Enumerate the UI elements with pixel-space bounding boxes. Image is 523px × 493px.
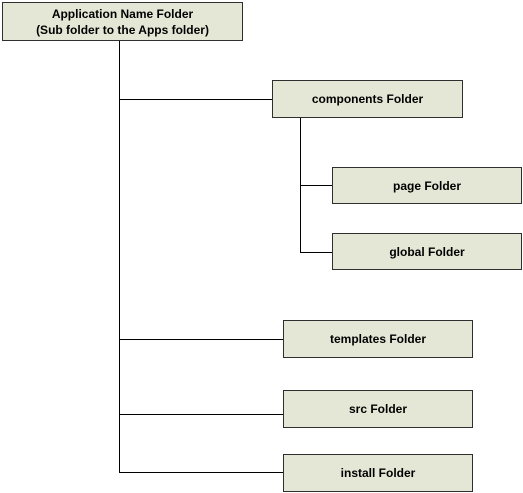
connector-global xyxy=(300,252,332,253)
connector-src xyxy=(119,414,283,415)
install-folder-label: install Folder xyxy=(340,466,416,480)
root-trunk-line xyxy=(119,40,120,473)
application-folder-title: Application Name Folder xyxy=(51,6,194,21)
install-folder-box: install Folder xyxy=(283,454,473,492)
components-folder-box: components Folder xyxy=(272,80,463,118)
global-folder-label: global Folder xyxy=(389,244,465,259)
application-folder-box: Application Name Folder (Sub folder to t… xyxy=(2,2,243,41)
connector-page xyxy=(300,185,332,186)
connector-install xyxy=(119,472,283,473)
page-folder-label: page Folder xyxy=(392,178,461,193)
templates-folder-box: templates Folder xyxy=(283,320,473,358)
components-folder-label: components Folder xyxy=(311,92,424,106)
global-folder-box: global Folder xyxy=(332,233,522,270)
src-folder-label: src Folder xyxy=(348,402,408,416)
application-folder-subtitle: (Sub folder to the Apps folder) xyxy=(36,22,209,37)
connector-components xyxy=(119,99,272,100)
src-folder-box: src Folder xyxy=(283,390,473,428)
templates-folder-label: templates Folder xyxy=(329,332,427,346)
connector-templates xyxy=(119,339,283,340)
page-folder-box: page Folder xyxy=(332,167,522,204)
